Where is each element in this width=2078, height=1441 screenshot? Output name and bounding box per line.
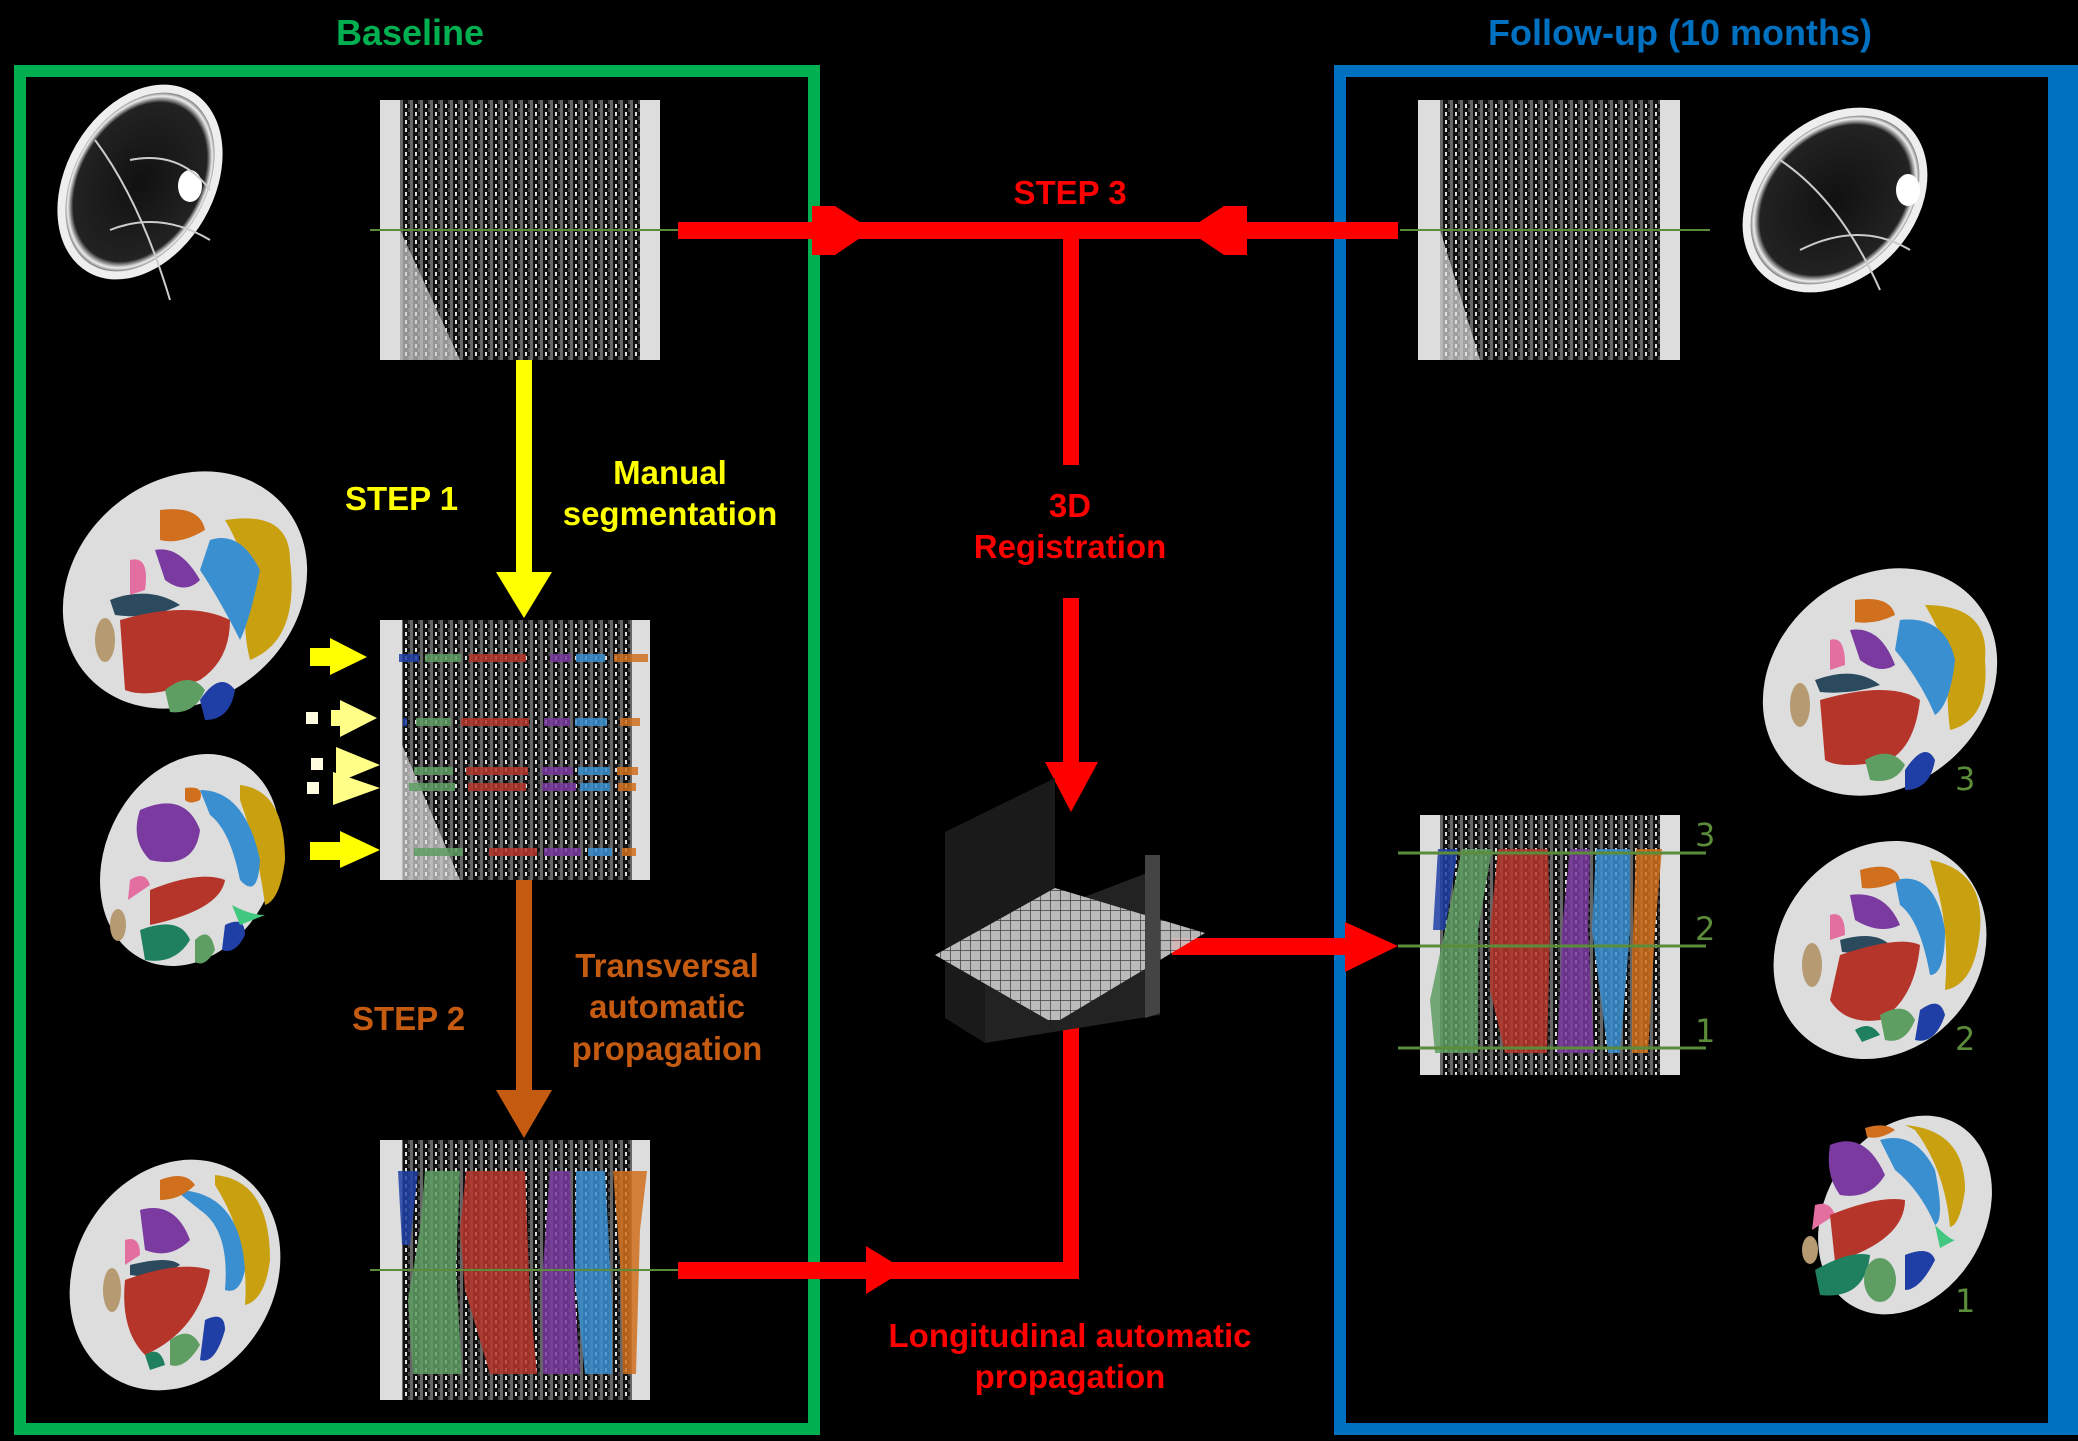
segmentation-line-mark xyxy=(575,718,607,726)
arrow-head-down xyxy=(1045,762,1098,812)
segmentation-lines xyxy=(399,654,648,856)
axial-slice-number-3: 3 xyxy=(1955,760,1976,798)
coronal-slice-number-2: 2 xyxy=(1695,910,1716,948)
segmentation-line-mark xyxy=(542,767,573,775)
coronal-slice-number-3: 3 xyxy=(1695,816,1716,854)
step2-label: STEP 2 xyxy=(352,1000,466,1037)
longitudinal-stem xyxy=(1063,1010,1079,1279)
registration-bar xyxy=(678,222,1398,239)
segmentation-line-mark xyxy=(617,767,638,775)
step3-desc-line: 3D xyxy=(1048,487,1092,524)
muscle-band xyxy=(408,1171,462,1374)
segmentation-line-mark xyxy=(461,718,529,726)
segmentation-line-mark xyxy=(414,848,463,856)
baseline-segmentation-bands xyxy=(398,1171,647,1374)
baseline-axial-seg-bottom-image xyxy=(69,1159,281,1391)
muscle-band xyxy=(460,1171,537,1374)
muscle-band xyxy=(1632,849,1662,1053)
muscle-band xyxy=(613,1171,647,1374)
baseline-panel xyxy=(14,65,820,1435)
baseline-coronal-lines-image xyxy=(380,620,650,880)
segmentation-line-mark xyxy=(618,783,636,791)
step2-arrow xyxy=(496,880,552,1138)
muscle-band xyxy=(1490,849,1550,1053)
followup-slice-lines xyxy=(1398,851,1706,1050)
registration-to-followup xyxy=(1172,938,1347,955)
followup-axial-2-image xyxy=(1773,840,1987,1060)
muscle-band xyxy=(1430,849,1492,1053)
segmentation-line-mark xyxy=(544,848,581,856)
segmentation-line-mark xyxy=(469,654,526,662)
segmentation-line-mark xyxy=(588,848,612,856)
followup-segmentation-bands xyxy=(1430,849,1662,1053)
registration-3d-image xyxy=(935,778,1205,1043)
arrow-head-followup xyxy=(1345,922,1398,972)
segmentation-line-mark xyxy=(468,783,526,791)
segmentation-line-mark xyxy=(403,718,407,726)
step1-label: STEP 1 xyxy=(345,480,459,517)
slice-arrows xyxy=(306,638,380,868)
registration-stem-top xyxy=(1063,230,1079,465)
segmentation-line-mark xyxy=(409,783,455,791)
muscle-band xyxy=(575,1171,612,1374)
step2-desc-line: propagation xyxy=(571,1029,763,1067)
slice-arrow-dashed xyxy=(306,700,377,737)
longitudinal-desc-line: Longitudinal automatic xyxy=(888,1317,1252,1354)
slice-arrow-solid xyxy=(310,638,367,675)
muscle-band xyxy=(542,1171,580,1374)
step1-desc-line: segmentation xyxy=(562,495,778,533)
segmentation-line-mark xyxy=(489,848,537,856)
followup-axial-1-image xyxy=(1802,1115,1992,1315)
segmentation-line-mark xyxy=(580,783,610,791)
slice-arrow-solid xyxy=(310,831,380,868)
step2-desc-line: Transversal xyxy=(575,947,759,984)
coronal-slice-number-1: 1 xyxy=(1695,1012,1716,1050)
followup-axial-raw-image xyxy=(1742,107,1928,293)
step2-description: Transversal automatic propagation xyxy=(552,945,782,1069)
axial-slice-number-1: 1 xyxy=(1955,1282,1976,1320)
followup-panel xyxy=(1334,65,2078,1435)
arrow-head-right xyxy=(812,206,872,255)
segmentation-line-mark xyxy=(425,654,461,662)
slice-arrow-dashed xyxy=(311,747,380,783)
baseline-title: Baseline xyxy=(335,12,485,53)
segmentation-line-mark xyxy=(399,654,419,662)
step1-description: Manual segmentation xyxy=(550,452,790,535)
segmentation-line-mark xyxy=(466,767,528,775)
step3-description: 3D Registration xyxy=(940,485,1200,568)
longitudinal-description: Longitudinal automatic propagation xyxy=(830,1315,1310,1398)
step3-arrows xyxy=(678,206,1398,1294)
step1-arrow xyxy=(496,360,552,618)
muscle-band xyxy=(1557,849,1594,1053)
step3-label: STEP 3 xyxy=(1013,174,1127,211)
axial-slice-number-2: 2 xyxy=(1955,1020,1976,1058)
segmentation-line-mark xyxy=(614,654,648,662)
followup-title: Follow-up (10 months) xyxy=(1488,12,1872,53)
segmentation-line-mark xyxy=(622,848,636,856)
step1-desc-line: Manual xyxy=(613,454,727,491)
baseline-axial-raw-image xyxy=(57,84,223,301)
muscle-band xyxy=(1433,849,1458,930)
muscle-band xyxy=(398,1171,418,1245)
arrow-head-longitudinal xyxy=(866,1246,905,1294)
step3-desc-line: Registration xyxy=(973,528,1167,566)
slice-arrow-dashed xyxy=(307,772,380,805)
baseline-axial-seg-top-image xyxy=(62,471,308,720)
muscle-band xyxy=(1592,849,1630,1053)
segmentation-line-mark xyxy=(544,718,570,726)
segmentation-line-mark xyxy=(550,654,571,662)
segmentation-line-mark xyxy=(578,767,610,775)
segmentation-line-mark xyxy=(542,783,576,791)
segmentation-line-mark xyxy=(416,718,451,726)
longitudinal-desc-line: propagation xyxy=(974,1358,1166,1396)
arrow-head-left xyxy=(1187,206,1247,255)
segmentation-line-mark xyxy=(576,654,605,662)
baseline-axial-seg-mid-image xyxy=(100,754,285,966)
segmentation-line-mark xyxy=(414,767,453,775)
segmentation-line-mark xyxy=(620,718,640,726)
step2-desc-line: automatic xyxy=(589,988,745,1026)
followup-axial-3-image xyxy=(1762,568,1998,796)
registration-stem-mid xyxy=(1063,598,1079,763)
